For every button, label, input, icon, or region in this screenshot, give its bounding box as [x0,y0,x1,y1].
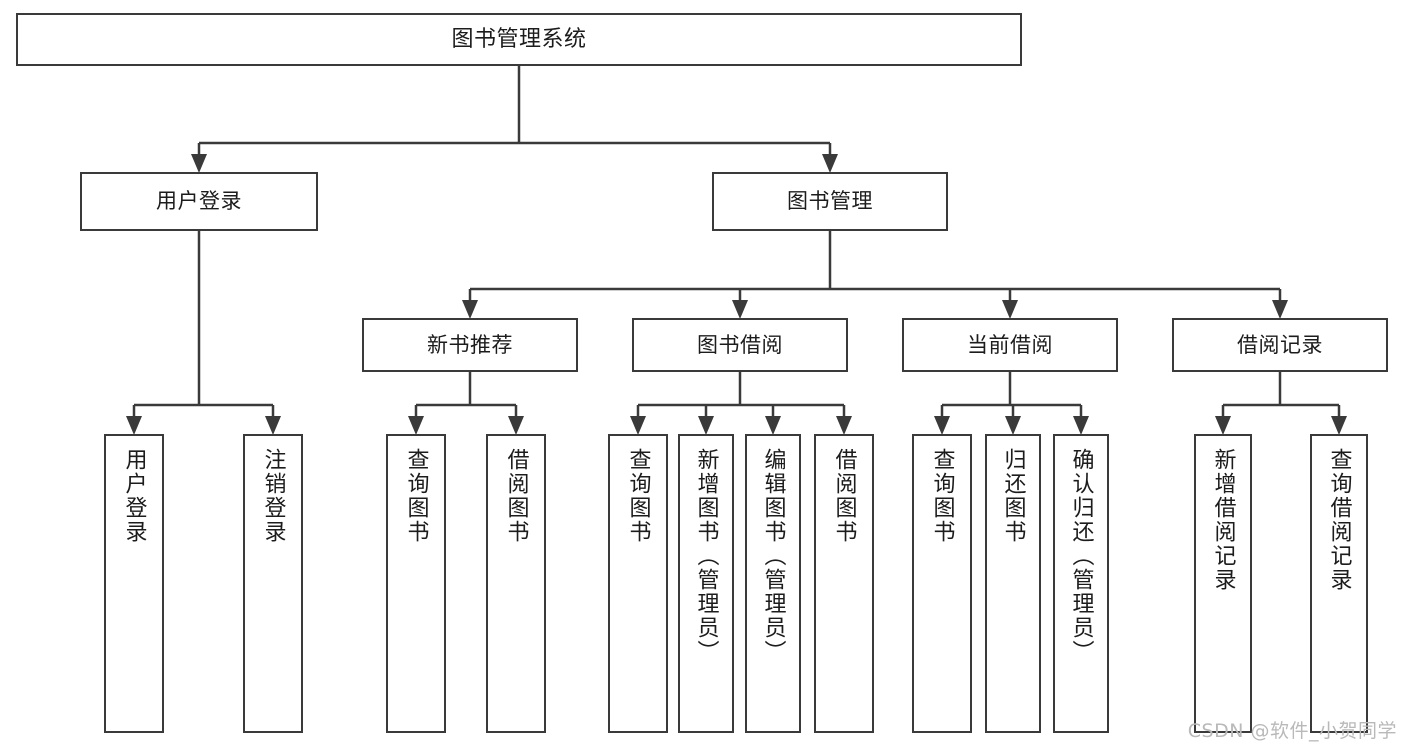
node-leaf-edit-book[interactable]: 编辑图书（管理员） [745,434,801,733]
node-leaf-query-book-a[interactable]: 查询图书 [386,434,446,733]
node-label: 图书管理系统 [451,26,587,52]
node-leaf-user-login[interactable]: 用户登录 [104,434,164,733]
node-leaf-borrow-book-b[interactable]: 借阅图书 [814,434,874,733]
node-label: 用户登录 [121,448,147,544]
node-leaf-confirm-return[interactable]: 确认归还（管理员） [1053,434,1109,733]
node-leaf-logout[interactable]: 注销登录 [243,434,303,733]
node-label: 查询借阅记录 [1326,448,1352,592]
node-label: 图书借阅 [697,332,783,357]
node-book-borrow[interactable]: 图书借阅 [632,318,848,372]
node-label: 确认归还（管理员） [1068,448,1094,664]
node-label: 新增借阅记录 [1210,448,1236,592]
node-label: 新增图书（管理员） [693,448,719,664]
node-label: 注销登录 [260,448,286,544]
node-label: 查询图书 [625,448,651,544]
node-label: 借阅图书 [503,448,529,544]
node-root[interactable]: 图书管理系统 [16,13,1022,66]
node-leaf-add-borrow-record[interactable]: 新增借阅记录 [1194,434,1252,733]
watermark: CSDN @软件_小贺同学 [1187,720,1397,742]
node-book-manage[interactable]: 图书管理 [712,172,948,231]
node-leaf-return-book[interactable]: 归还图书 [985,434,1041,733]
node-leaf-add-book[interactable]: 新增图书（管理员） [678,434,734,733]
node-label: 查询图书 [403,448,429,544]
node-leaf-query-book-c[interactable]: 查询图书 [912,434,972,733]
node-leaf-query-book-b[interactable]: 查询图书 [608,434,668,733]
node-user-login[interactable]: 用户登录 [80,172,318,231]
node-label: 借阅图书 [831,448,857,544]
node-label: 编辑图书（管理员） [760,448,786,664]
node-current-borrow[interactable]: 当前借阅 [902,318,1118,372]
node-leaf-borrow-book-a[interactable]: 借阅图书 [486,434,546,733]
node-label: 归还图书 [1000,448,1026,544]
node-label: 当前借阅 [967,332,1053,357]
node-new-book-recommend[interactable]: 新书推荐 [362,318,578,372]
node-borrow-record[interactable]: 借阅记录 [1172,318,1388,372]
node-label: 借阅记录 [1237,332,1323,357]
node-label: 查询图书 [929,448,955,544]
node-label: 新书推荐 [427,332,513,357]
node-label: 用户登录 [156,189,242,214]
node-label: 图书管理 [787,189,873,214]
node-leaf-query-borrow-record[interactable]: 查询借阅记录 [1310,434,1368,733]
